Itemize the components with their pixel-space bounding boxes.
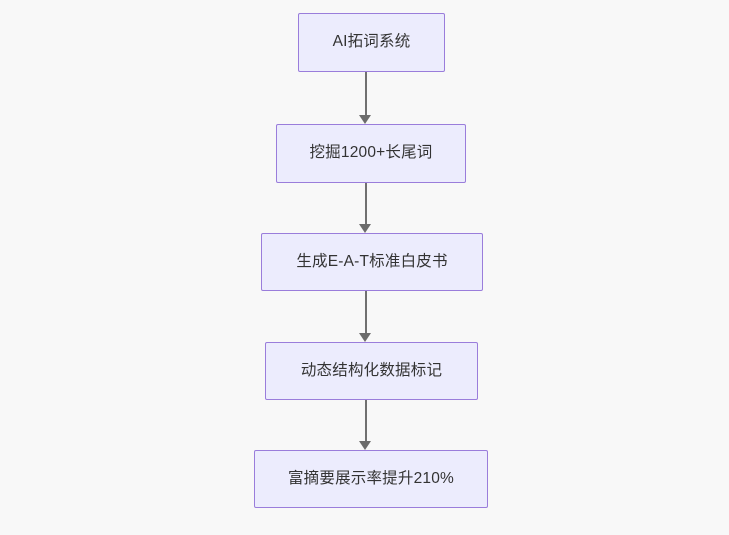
flow-node-label: AI拓词系统 [332, 33, 411, 51]
connector-line [365, 400, 367, 442]
flow-node-label: 富摘要展示率提升210% [287, 469, 455, 487]
flow-connector-arrow [359, 291, 372, 342]
flow-node-node-4[interactable]: 动态结构化数据标记 [265, 342, 478, 400]
flow-connector-arrow [359, 400, 372, 450]
arrow-down-icon [359, 224, 371, 233]
flow-connector-arrow [359, 72, 372, 124]
connector-line [365, 72, 367, 116]
flow-node-node-5[interactable]: 富摘要展示率提升210% [254, 450, 488, 508]
flow-node-node-1[interactable]: AI拓词系统 [298, 13, 445, 72]
flow-node-label: 挖掘1200+长尾词 [309, 144, 433, 162]
flow-connector-arrow [359, 183, 372, 233]
arrow-down-icon [359, 115, 371, 124]
arrow-down-icon [359, 441, 371, 450]
flow-node-label: 动态结构化数据标记 [300, 361, 443, 379]
flow-node-node-3[interactable]: 生成E-A-T标准白皮书 [261, 233, 483, 291]
connector-line [365, 183, 367, 225]
flow-node-label: 生成E-A-T标准白皮书 [296, 252, 448, 270]
connector-line [365, 291, 367, 334]
arrow-down-icon [359, 333, 371, 342]
flow-node-node-2[interactable]: 挖掘1200+长尾词 [276, 124, 466, 183]
